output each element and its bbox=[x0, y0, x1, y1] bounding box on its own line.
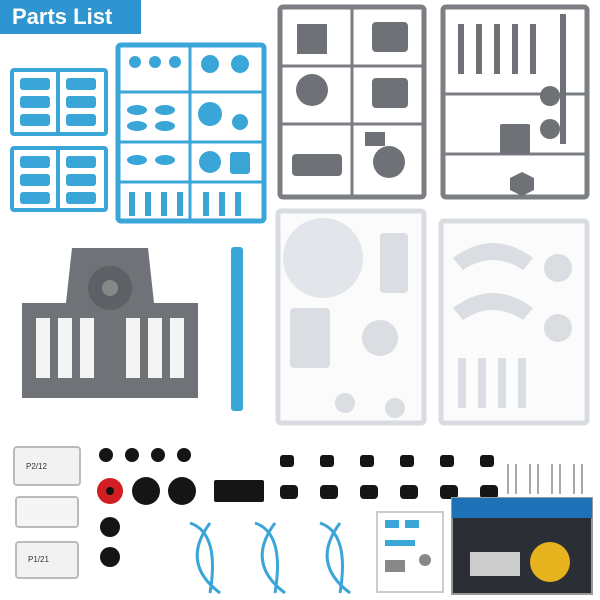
grey-sprue-1 bbox=[277, 4, 427, 200]
grey-chassis bbox=[12, 238, 208, 418]
blue-large-sprue bbox=[115, 42, 267, 224]
black-block-parts bbox=[210, 445, 530, 510]
bag-p1-label: P1/21 bbox=[28, 555, 49, 564]
sticker-sheet bbox=[375, 510, 445, 594]
bag-p2-label: P2/12 bbox=[26, 462, 47, 471]
blue-rod bbox=[227, 245, 247, 413]
blue-tubes bbox=[180, 518, 370, 598]
springs bbox=[500, 462, 590, 496]
white-sprue-2 bbox=[438, 218, 590, 426]
parts-list-title: Parts List bbox=[0, 0, 141, 34]
blue-small-sprue bbox=[8, 64, 110, 214]
grey-sprue-2 bbox=[440, 4, 590, 200]
black-round-parts bbox=[92, 445, 202, 585]
bag-p1: P1/21 bbox=[14, 540, 80, 580]
instruction-book bbox=[450, 496, 594, 596]
white-sprue-1 bbox=[275, 208, 427, 426]
small-bag bbox=[14, 495, 80, 529]
bag-p2: P2/12 bbox=[12, 445, 82, 487]
